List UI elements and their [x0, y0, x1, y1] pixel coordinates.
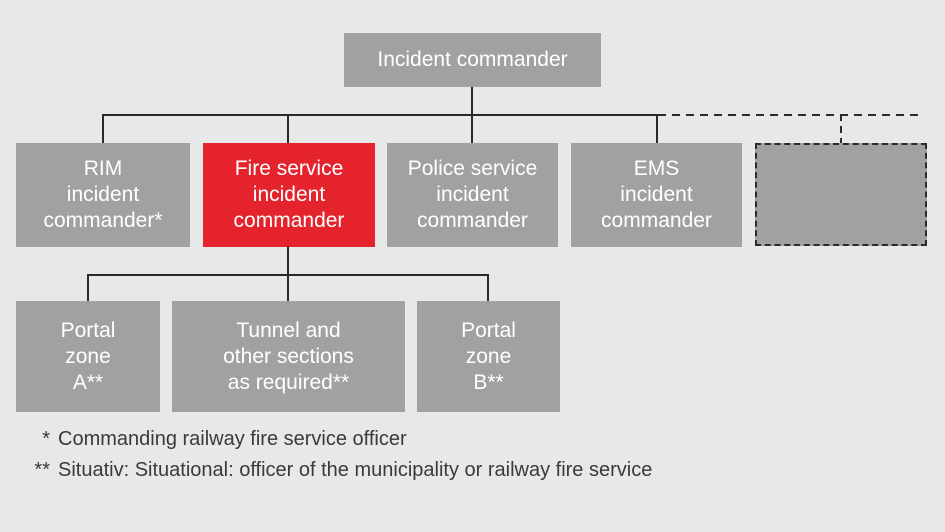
node-label-line: Tunnel and	[236, 318, 341, 342]
node-label-line: commander	[233, 209, 345, 232]
node-label-line: commander*	[43, 209, 163, 232]
node-label-line: Police service	[407, 157, 538, 180]
connector-drop-portal-b	[487, 274, 489, 302]
node-label-line: as required**	[227, 370, 350, 394]
connector-drop-fire	[287, 114, 289, 144]
connector-drop-portal-a	[87, 274, 89, 302]
node-label-line: Portal	[461, 318, 516, 342]
node-ems-incident-commander: EMS incident commander	[571, 143, 742, 247]
connector-level2-rail	[102, 114, 658, 116]
footnote-marker: **	[34, 459, 50, 481]
footnote-situational-officer: ** Situativ: Situational: officer of the…	[16, 455, 652, 486]
footnote-text: Situativ: Situational: officer of the mu…	[58, 459, 653, 481]
connector-level2-rail-dashed	[658, 114, 922, 116]
footnote-text: Commanding railway fire service officer	[58, 428, 407, 450]
node-police-service-incident-commander: Police service incident commander	[387, 143, 558, 247]
node-rim-incident-commander: RIM incident commander*	[16, 143, 190, 247]
connector-drop-ems	[656, 114, 658, 144]
connector-drop-reserved-dashed	[840, 114, 842, 144]
node-label-line: zone	[65, 344, 111, 368]
connector-fire-vertical	[287, 246, 289, 276]
node-label-line: incident	[436, 183, 509, 206]
node-label-line: other sections	[223, 344, 354, 368]
connector-drop-tunnel	[287, 274, 289, 302]
node-portal-zone-a: Portal zone A**	[16, 301, 160, 412]
node-label-line: zone	[465, 344, 512, 368]
node-label-line: A**	[72, 370, 104, 394]
node-label-line: EMS	[633, 157, 680, 180]
footnote-marker: *	[42, 428, 50, 450]
node-label-line: B**	[473, 370, 504, 394]
node-label-line: incident	[66, 183, 140, 206]
node-label-line: incident	[252, 183, 326, 206]
node-fire-service-incident-commander: Fire service incident commander	[203, 143, 375, 247]
node-label-line: Incident commander	[377, 48, 568, 71]
connector-drop-police	[471, 114, 473, 144]
node-label-line: incident	[620, 183, 693, 206]
node-portal-zone-b: Portal zone B**	[417, 301, 560, 412]
footnotes: * Commanding railway fire service office…	[16, 424, 652, 486]
connector-drop-rim	[102, 114, 104, 144]
node-tunnel-other-sections: Tunnel and other sections as required**	[172, 301, 405, 412]
connector-root-vertical	[471, 87, 473, 115]
node-label-line: RIM	[83, 157, 123, 180]
node-incident-commander: Incident commander	[344, 33, 601, 87]
node-label-line: commander	[417, 209, 528, 232]
node-label-line: Fire service	[234, 157, 344, 180]
node-label-line: Portal	[60, 318, 116, 342]
node-label-line: commander	[601, 209, 712, 232]
footnote-commanding-officer: * Commanding railway fire service office…	[16, 424, 652, 455]
node-reserved-dashed	[755, 143, 927, 246]
